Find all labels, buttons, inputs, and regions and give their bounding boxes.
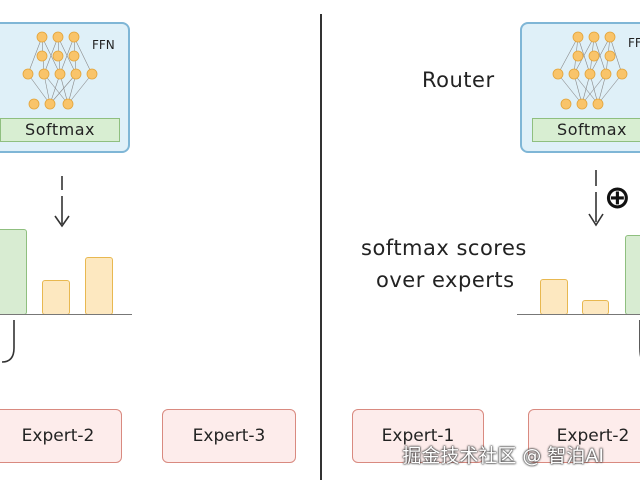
left-score-bar — [42, 280, 70, 315]
right-score-bar-selected — [625, 235, 640, 315]
right-ffn-label: FFN — [628, 36, 640, 50]
left-softmax-bar: Softmax — [0, 118, 120, 142]
left-expert-2: Expert-2 — [0, 409, 122, 463]
scores-label-line1: softmax scores — [361, 236, 527, 260]
left-ffn-label: FFN — [92, 38, 115, 52]
scores-label-line2: over experts — [376, 268, 515, 292]
left-expert-3: Expert-3 — [162, 409, 296, 463]
panel-divider — [320, 14, 322, 480]
left-baseline — [0, 314, 132, 315]
router-label: Router — [422, 68, 495, 92]
left-score-bar — [85, 257, 113, 315]
right-score-bar — [540, 279, 568, 315]
right-router-box: FFN Softmax — [520, 22, 640, 153]
right-score-bar — [582, 300, 609, 315]
left-score-bar-selected — [0, 229, 27, 315]
left-neural-network-icon — [22, 31, 98, 110]
right-expert-2: Expert-2 — [528, 409, 640, 463]
right-down-arrow-icon — [588, 170, 604, 227]
left-route-line — [1, 320, 15, 363]
right-neural-network-icon — [552, 31, 628, 110]
right-softmax-bar: Softmax — [532, 118, 640, 142]
right-expert-1: Expert-1 — [352, 409, 484, 463]
right-route-line — [639, 320, 640, 358]
left-router-box: FFN Softmax — [0, 22, 130, 153]
left-down-arrow-icon — [54, 176, 70, 228]
watermark: 掘金技术社区 @ 智泊AI — [402, 445, 604, 467]
plus-circle-icon: ⊕ — [604, 178, 631, 216]
right-baseline — [517, 314, 640, 315]
